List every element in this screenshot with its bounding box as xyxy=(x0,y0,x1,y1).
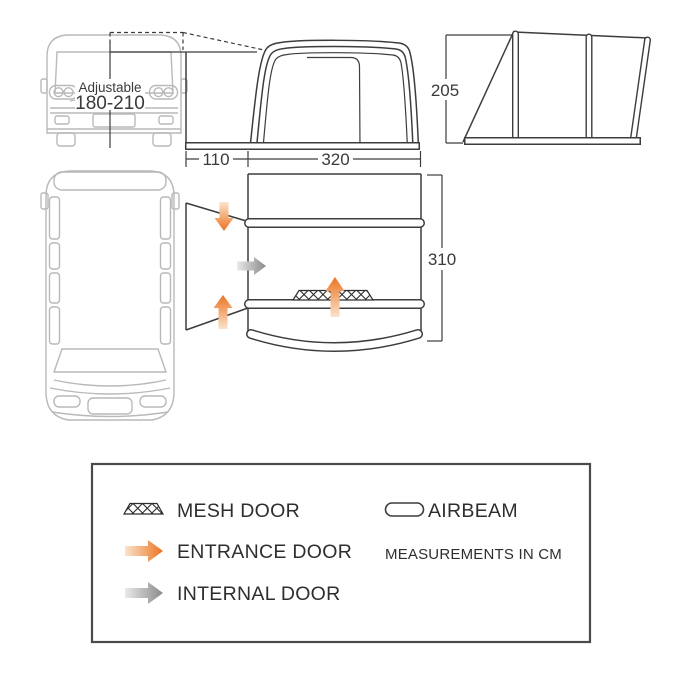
adjustable-text-backing xyxy=(75,79,145,110)
entrance-door-arrow-top xyxy=(214,202,234,231)
adjustable-label: Adjustable xyxy=(78,80,141,95)
legend-box xyxy=(90,462,592,644)
legend: MESH DOOR ENTRANCE DOOR INTERNAL DOOR AI… xyxy=(90,462,592,644)
adjustable-range: 180-210 xyxy=(75,93,145,114)
dim-205-backing xyxy=(427,79,464,100)
legend-measurements-note: MEASUREMENTS IN CM xyxy=(385,546,562,563)
legend-mesh-door-label: MESH DOOR xyxy=(177,500,300,522)
dim-320-backing xyxy=(318,150,353,168)
side-front-slope xyxy=(462,30,515,143)
mesh-door-icon xyxy=(122,502,165,515)
internal-door-icon xyxy=(125,582,163,604)
entrance-door-icon xyxy=(125,540,163,562)
side-roof-edge xyxy=(513,31,649,39)
awning-side-view: 205 xyxy=(427,30,651,145)
awning-width-dimension: 320 xyxy=(321,150,349,169)
awning-front-view xyxy=(185,39,420,149)
plan-airbeams xyxy=(244,218,425,352)
legend-internal-door-label: INTERNAL DOOR xyxy=(177,583,341,605)
tunnel-plan-outline xyxy=(185,202,249,331)
front-door-seam xyxy=(307,56,361,149)
awning-height-dimension: 205 xyxy=(431,81,459,100)
legend-entrance-door-label: ENTRANCE DOOR xyxy=(177,541,352,563)
legend-airbeam-label: AIRBEAM xyxy=(428,500,518,522)
dim-310-backing xyxy=(425,248,459,270)
internal-door-arrow xyxy=(237,257,266,275)
van-top-view xyxy=(40,170,180,421)
awning-depth-dimension: 310 xyxy=(428,250,456,269)
entrance-door-arrow-mesh xyxy=(325,277,345,317)
side-airbeams xyxy=(512,30,651,143)
entrance-door-arrow-bottom xyxy=(213,295,233,329)
dim-110-backing xyxy=(199,150,233,168)
tunnel-width-dimension: 110 xyxy=(202,150,229,169)
awning-plan-view: 310 xyxy=(185,173,459,352)
airbeam-icon xyxy=(384,502,425,517)
